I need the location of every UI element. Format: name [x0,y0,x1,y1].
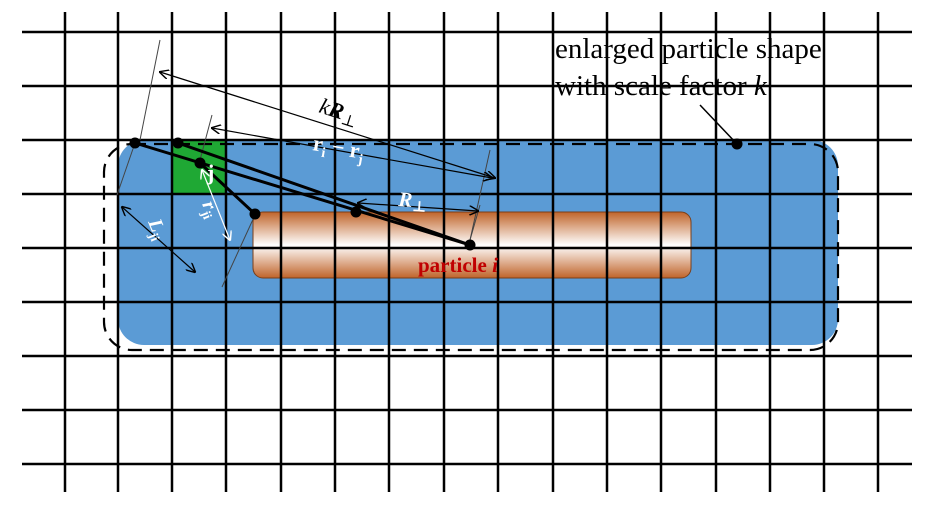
point-cell-corner [172,137,184,149]
label-j: j [206,160,214,185]
point-mid [350,206,362,218]
label-kR-perp: kR⊥ [316,93,362,132]
point-i [464,239,476,251]
label-ri-minus-rj: ri − rj [310,130,366,168]
leader-line [699,104,738,145]
label-R-perp: R⊥ [396,187,427,216]
connection-lines [134,141,471,247]
point-enlarged-corner [129,137,141,149]
label-enlarged-line2: with scale factor k [555,70,768,102]
ri-rj-arrow [212,128,492,178]
r-ji-arrow [202,170,230,240]
point-particle-corner [249,208,261,220]
point-j [194,157,206,169]
label-enlarged-line1: enlarged particle shape [555,33,822,65]
label-particle-i: particle i [418,253,498,277]
L-ji-arrow [122,207,195,272]
R-perp-arrow [358,203,478,211]
